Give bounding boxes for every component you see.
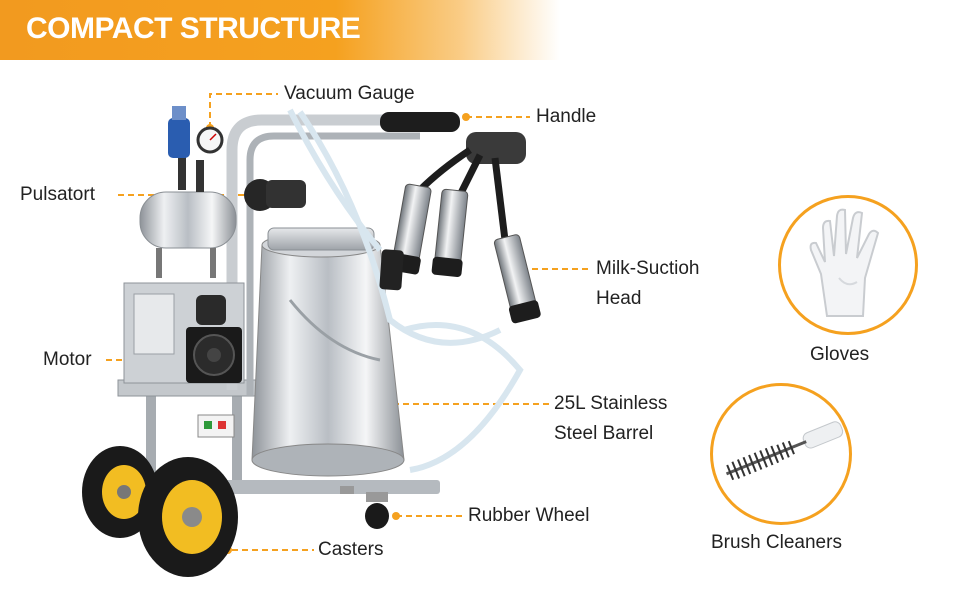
steel-barrel [251, 227, 405, 477]
milking-cluster [379, 132, 541, 324]
cart-wheels [82, 446, 238, 577]
label-handle: Handle [536, 106, 597, 127]
hoses [287, 108, 524, 473]
gloves-callout [778, 195, 918, 335]
leader-lines [106, 93, 590, 551]
pulsator-unit [139, 150, 306, 278]
label-pulsator: Pulsatort [20, 184, 95, 205]
caster-wheels [340, 486, 389, 529]
label-barrel-2: Steel Barrel [554, 423, 654, 444]
vacuum-gauge [168, 106, 224, 158]
label-gloves: Gloves [810, 344, 870, 365]
label-casters: Casters [318, 539, 384, 560]
title-banner: COMPACT STRUCTURE [0, 0, 560, 60]
label-milk-suction-head-2: Head [596, 288, 642, 309]
label-barrel-1: 25L Stainless [554, 393, 668, 414]
gloves-icon [809, 208, 880, 317]
handle-grip [380, 112, 460, 132]
label-milk-suction-head-1: Milk-Suctioh [596, 258, 700, 279]
label-brush-cleaners: Brush Cleaners [711, 532, 842, 553]
page-title: COMPACT STRUCTURE [26, 12, 361, 45]
label-vacuum-gauge: Vacuum Gauge [284, 83, 415, 104]
brush-icon [725, 421, 844, 481]
label-motor: Motor [43, 349, 92, 370]
motor-unit [123, 282, 245, 438]
brush-callout [710, 383, 852, 525]
label-rubber-wheel: Rubber Wheel [468, 505, 590, 526]
